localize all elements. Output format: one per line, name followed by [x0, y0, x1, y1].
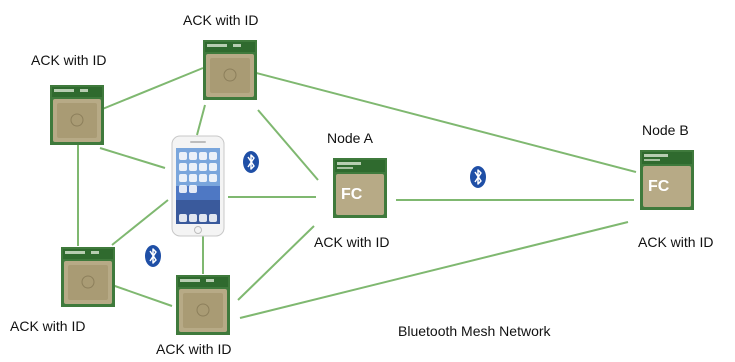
ble-module-icon [60, 246, 116, 308]
node-b-ack-label: ACK with ID [638, 234, 714, 250]
bluetooth-icon [145, 245, 161, 267]
ble-module-icon [333, 158, 387, 218]
link [239, 221, 629, 319]
link [111, 284, 173, 307]
node-b-title: Node B [642, 122, 689, 138]
node-a-title: Node A [327, 130, 373, 146]
link [244, 69, 637, 173]
bluetooth-icon [470, 166, 486, 188]
smartphone-icon [171, 135, 225, 237]
mesh-links [77, 67, 637, 319]
link [237, 225, 315, 301]
diagram-caption: Bluetooth Mesh Network [398, 323, 551, 339]
ble-module-icon [175, 274, 231, 336]
link [99, 147, 166, 169]
node-a-ack-label: ACK with ID [314, 234, 390, 250]
link [99, 67, 204, 111]
bluetooth-icon [243, 151, 259, 173]
ble-module-icon [49, 84, 105, 146]
ble-module-icon [640, 150, 694, 210]
ack-label-left-upper: ACK with ID [31, 52, 107, 68]
link [257, 109, 319, 181]
ble-module-icon [202, 39, 258, 101]
ack-label-left-lower: ACK with ID [10, 318, 86, 334]
ack-label-bottom: ACK with ID [156, 341, 232, 357]
ack-label-top: ACK with ID [183, 12, 259, 28]
link [196, 104, 206, 136]
link [111, 199, 169, 246]
